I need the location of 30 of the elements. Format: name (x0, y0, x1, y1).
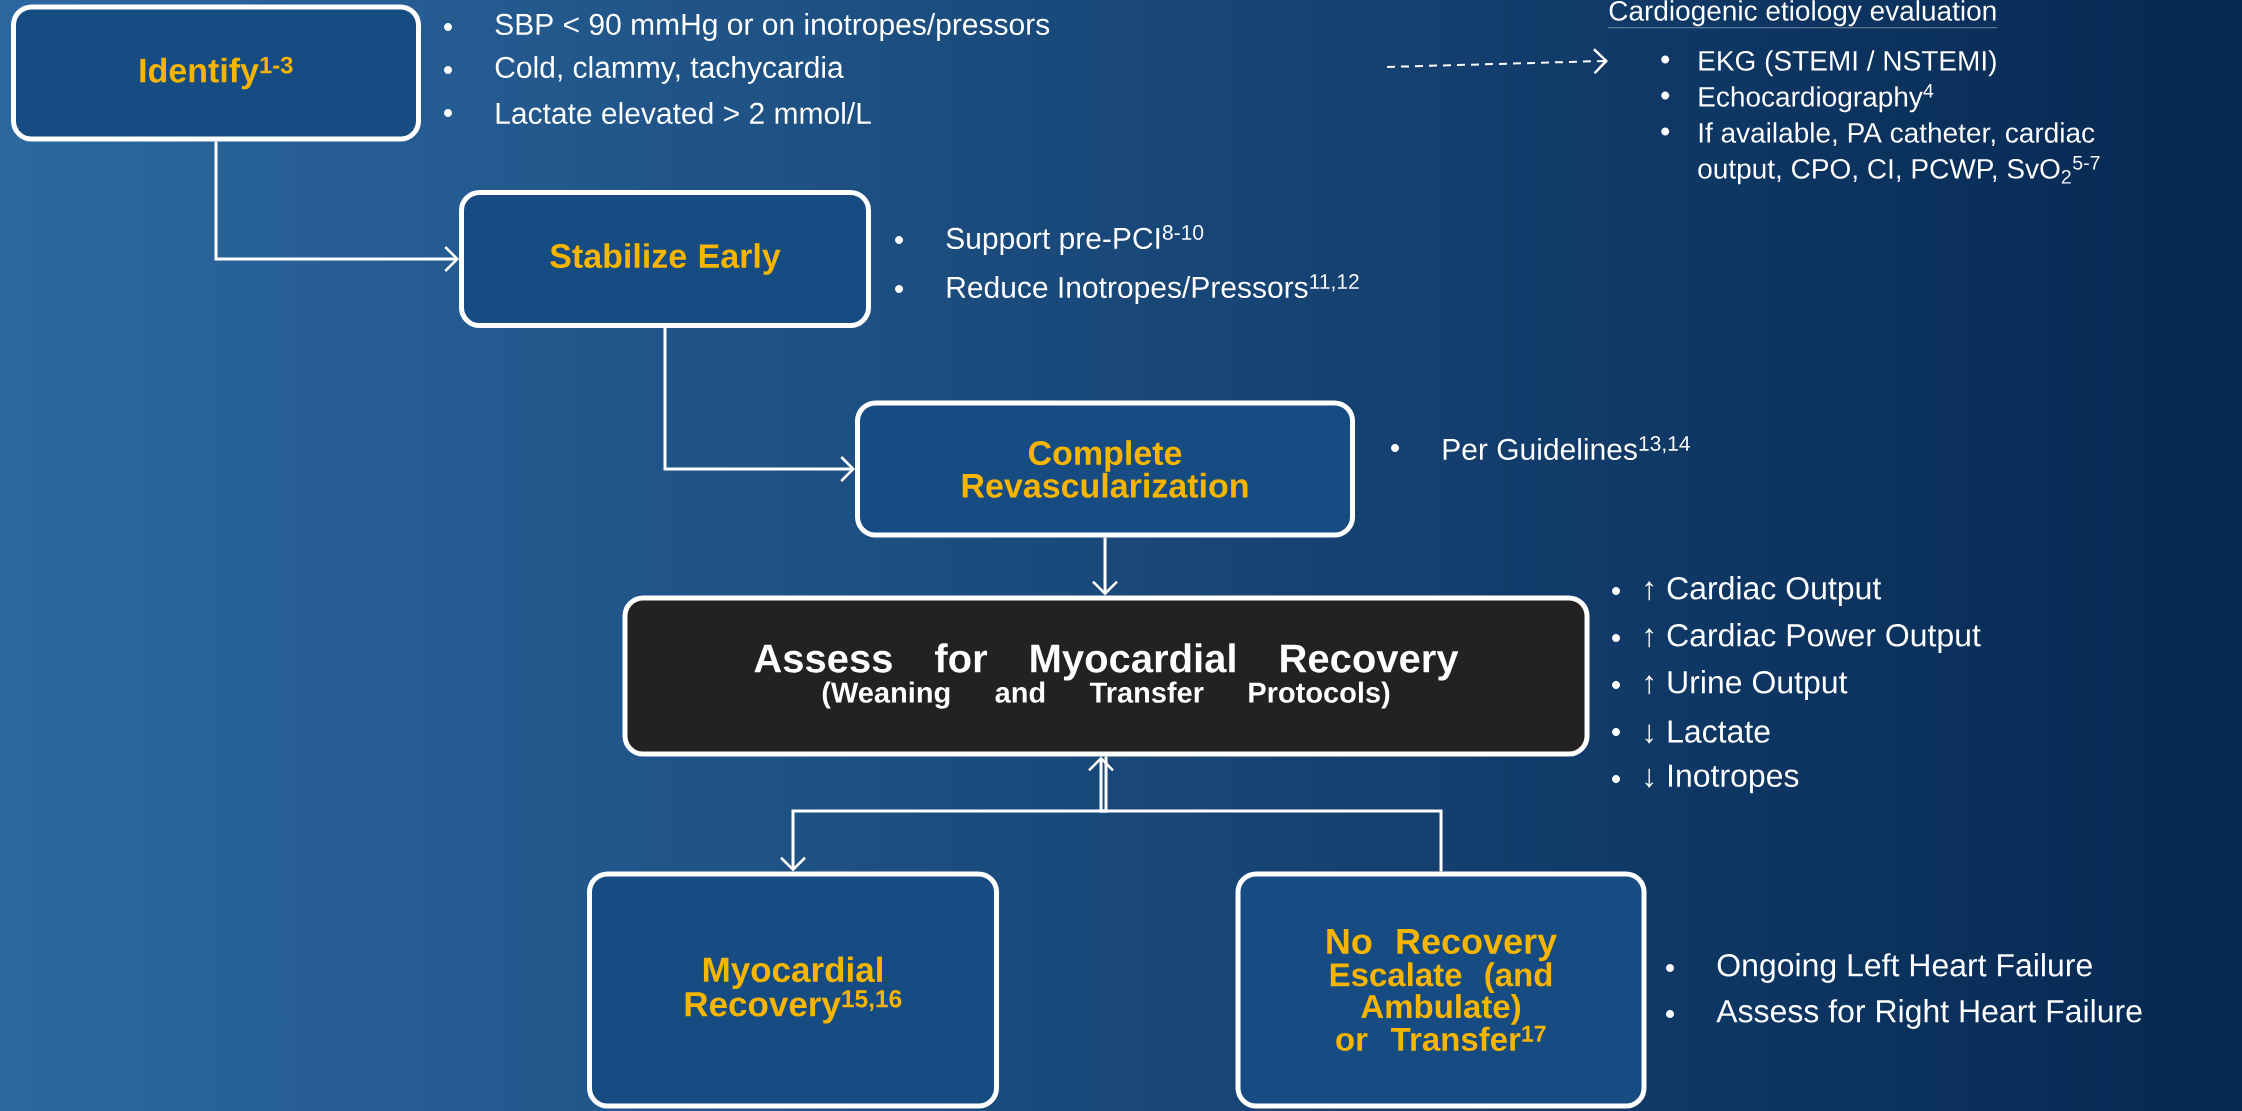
bullet-text: SBP < 90 mmHg or on inotropes/pressors (495, 13, 1050, 41)
arrow (1386, 48, 1609, 75)
node-label: Cardiogenic etiology evaluation (1609, 0, 1996, 27)
process-box: No Recovery Escalate (and Ambulate) or Transfer$^{17}$ (1235, 871, 1647, 1109)
arrow (1092, 537, 1118, 596)
node-label: Echocardiography$^{4}$ (1699, 83, 1934, 113)
arrow (663, 328, 855, 482)
process-box: Identify$^{1-3}$ (11, 4, 421, 142)
bullet-text: ↑ Cardiac Output (1645, 576, 1882, 606)
process-box: Myocardial Recovery$^{15,16}$ (587, 871, 999, 1109)
bullet-text: Assess for Right Heart Failure (1716, 999, 2142, 1029)
arrow (1088, 756, 1443, 872)
bullet-text: ↓ Inotropes (1645, 764, 1799, 794)
bullet-text: ↓ Lactate (1645, 720, 1770, 744)
arrow (780, 756, 1108, 872)
bullet-text: Reduce Inotropes/Pressors$^{11,12}$ (947, 274, 1359, 304)
process-box: Stabilize Early (459, 190, 871, 328)
bullet-text: Lactate elevated > 2 mmol/L (496, 102, 871, 124)
bullet-text: Per Guidelines$^{13,14}$ (1443, 436, 1690, 460)
arrow (214, 141, 459, 272)
node-label: If available, PA catheter, cardiac output, CPO, CI, PCWP, SvO$_{2}$5-7 (1698, 122, 2100, 185)
bullet-text: Support pre-PCI$^{8-10}$ (946, 225, 1204, 255)
node-label: EKG (STEMI / NSTEMI) (1699, 50, 1996, 77)
bullet-text: Ongoing Left Heart Failure (1717, 953, 2092, 983)
bullet-text: Cold, clammy, tachycardia (495, 56, 844, 84)
bullet-list: Cardiogenic etiology evaluation EKG (STEMI / NSTEMI) Echocardiography$^{4}$ If available, PA catheter, cardiac output, CPO, CI, PCWP, SvO$_{2}$5-7 (1608, 0, 2100, 185)
process-box: Complete Revascularization (855, 400, 1355, 538)
bullet-text: ↑ Cardiac Power Output (1645, 623, 1981, 653)
process-box: Assess for Myocardial Recovery (Weaning and Transfer Protocols) (622, 595, 1590, 757)
bullet-text: ↑ Urine Output (1645, 670, 1848, 700)
